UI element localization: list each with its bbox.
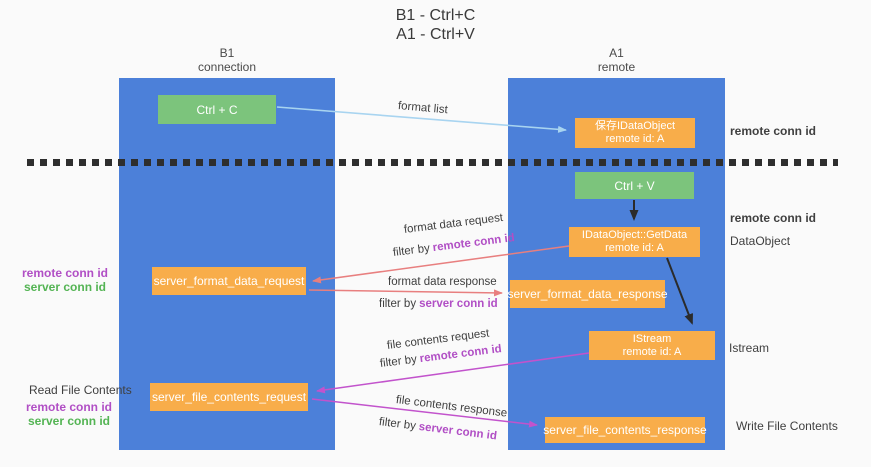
machine-boundary-dashed-line [27, 159, 838, 166]
getdata-line2: remote id: A [605, 242, 664, 254]
filter-by-text: filter by [379, 353, 418, 370]
save-idataobject-line1: 保存IDataObject [594, 120, 676, 132]
istream-line2: remote id: A [622, 345, 682, 358]
filter-by-text: filter by [379, 298, 417, 310]
server-conn-id-label: server conn id [23, 280, 107, 294]
remote-conn-id-label: remote conn id [25, 400, 112, 414]
server-format-data-response-label: server_format_data_response [507, 287, 668, 301]
title-line-1: B1 - Ctrl+C [395, 7, 476, 24]
ctrl-v-box: Ctrl + V [575, 172, 694, 199]
server-conn-id-label: server conn id [27, 414, 111, 428]
title-line-2: A1 - Ctrl+V [396, 26, 475, 43]
column-header-b1: B1 connection [119, 46, 335, 74]
getdata-line1: IDataObject::GetData [581, 229, 688, 241]
dataobject-label: DataObject [730, 234, 791, 248]
istream-label: Istream [729, 341, 770, 355]
filter-by-text: filter by [392, 242, 431, 259]
ctrl-v-label: Ctrl + V [614, 178, 655, 193]
format-data-request-label: format data request [403, 211, 504, 236]
istream-box: IStream remote id: A [589, 331, 715, 360]
server-format-data-request-label: server_format_data_request [153, 274, 305, 288]
write-file-contents-label: Write File Contents [736, 419, 838, 433]
remote-conn-id-label: remote conn id [730, 124, 817, 138]
format-list-label: format list [397, 100, 449, 117]
server-file-contents-request-label: server_file_contents_request [151, 390, 307, 404]
file-contents-response-label: file contents response [395, 394, 508, 420]
format-data-response-label: format data response [388, 276, 497, 288]
format-data-response-arrow [308, 289, 503, 297]
left-conn-id-labels-format: remote conn id server conn id [20, 266, 110, 294]
server-file-contents-response-box: server_file_contents_response [543, 417, 707, 443]
read-file-contents-label: Read File Contents [29, 383, 132, 397]
ctrl-c-box: Ctrl + C [158, 95, 276, 124]
ctrl-c-label: Ctrl + C [196, 102, 238, 117]
column-b1-name: B1 [219, 46, 235, 60]
server-conn-id-text: server conn id [419, 298, 498, 310]
server-conn-id-text: server conn id [418, 420, 498, 443]
getdata-box: IDataObject::GetData remote id: A [569, 227, 700, 257]
server-format-data-response-box: server_format_data_response [507, 280, 668, 308]
column-b1-role: connection [197, 60, 257, 74]
diagram-title: B1 - Ctrl+C A1 - Ctrl+V [0, 6, 871, 44]
save-idataobject-box: 保存IDataObject remote id: A [575, 118, 695, 148]
filter-by-text: filter by [378, 416, 417, 433]
server-format-data-request-box: server_format_data_request [152, 267, 306, 295]
column-a1-role: remote [597, 60, 636, 74]
istream-line1: IStream [632, 332, 672, 345]
column-header-a1: A1 remote [508, 46, 725, 74]
remote-conn-id-label: remote conn id [21, 266, 108, 280]
column-a1-name: A1 [609, 46, 624, 60]
save-idataobject-line2: remote id: A [605, 133, 665, 145]
remote-conn-id-label: remote conn id [730, 211, 817, 225]
left-conn-id-labels-file: remote conn id server conn id [24, 400, 114, 428]
remote-conn-id-text: remote conn id [432, 232, 516, 255]
server-file-contents-request-box: server_file_contents_request [150, 383, 308, 411]
server-file-contents-response-label: server_file_contents_response [543, 423, 707, 437]
